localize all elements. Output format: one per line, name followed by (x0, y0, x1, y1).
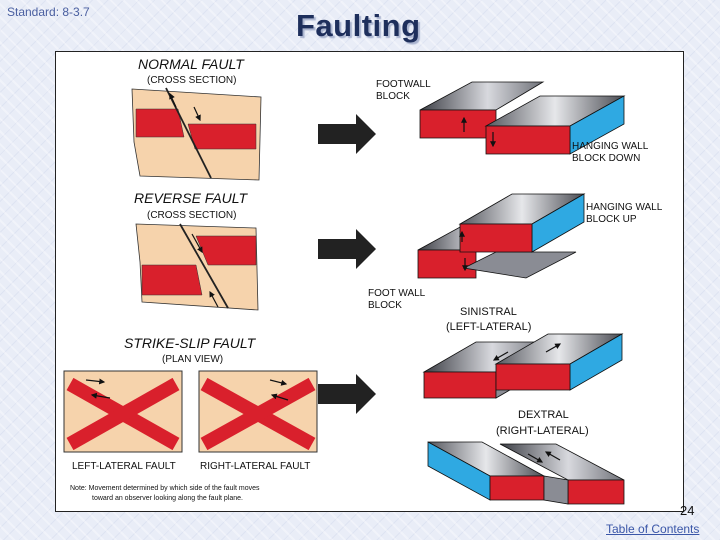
hanging-down-label-2: BLOCK DOWN (572, 153, 640, 164)
footwall-label-2: BLOCK (376, 91, 410, 102)
reverse-fault-plane (179, 223, 229, 309)
table-of-contents-link[interactable]: Table of Contents (606, 522, 700, 536)
arrow-normal-icon (318, 114, 376, 154)
right-lateral-label: RIGHT-LATERAL FAULT (200, 461, 310, 472)
left-lateral-band-b (66, 377, 180, 451)
transition-arrows (318, 114, 376, 414)
dextral-label-1: DEXTRAL (518, 409, 569, 421)
normal-fault-subtitle: (CROSS SECTION) (147, 75, 236, 86)
reverse-fault-section: REVERSE FAULT (CROSS SECTION) (134, 190, 259, 311)
right-lateral-arrow-1 (269, 379, 288, 386)
note-line-1: Note: Movement determined by which side … (70, 485, 260, 492)
normal-fault-layer-right (187, 123, 257, 150)
strike-slip-section: STRIKE-SLIP FAULT (PLAN VIEW) LEFT-LATER… (63, 335, 318, 502)
foot-wall-label-1: FOOT WALL (368, 288, 426, 299)
hanging-down-label-1: HANGING WALL (572, 141, 649, 152)
fault-diagram-panel: NORMAL FAULT (CROSS SECTION) REVERSE FAU… (55, 51, 684, 512)
reverse-fault-layer-right (195, 235, 257, 266)
page-number: 24 (680, 503, 695, 518)
normal-fault-section: NORMAL FAULT (CROSS SECTION) (131, 56, 262, 181)
sinistral-label-1: SINISTRAL (460, 306, 517, 318)
reverse-fault-block (417, 193, 586, 279)
reverse-fault-arrow-down (191, 233, 203, 254)
sinistral-label-2: (LEFT-LATERAL) (446, 321, 531, 333)
left-lateral-arrow-2 (90, 392, 111, 399)
hanging-up-label-2: BLOCK UP (586, 214, 637, 225)
normal-fault-title: NORMAL FAULT (138, 56, 245, 72)
reverse-fault-arrow-up (209, 290, 219, 308)
normal-fault-arrow-down (193, 106, 201, 122)
arrow-reverse-icon (318, 229, 376, 269)
reverse-fault-layer-left (141, 264, 203, 296)
right-lateral-band-b (200, 377, 316, 451)
footwall-label-1: FOOTWALL (376, 79, 431, 90)
dextral-block (427, 441, 625, 505)
left-lateral-arrow-1 (85, 378, 106, 385)
arrow-strike-slip-icon (318, 374, 376, 414)
reverse-fault-subtitle: (CROSS SECTION) (147, 210, 236, 221)
left-lateral-label: LEFT-LATERAL FAULT (72, 461, 176, 472)
page-title: Faulting (296, 8, 421, 43)
strike-slip-subtitle: (PLAN VIEW) (162, 354, 223, 365)
reverse-fault-title: REVERSE FAULT (134, 190, 249, 206)
dextral-label-2: (RIGHT-LATERAL) (496, 425, 589, 437)
fault-diagram: NORMAL FAULT (CROSS SECTION) REVERSE FAU… (63, 56, 663, 505)
strike-slip-title: STRIKE-SLIP FAULT (124, 335, 257, 351)
right-lateral-arrow-2 (270, 393, 289, 401)
normal-fault-arrow-up (169, 92, 177, 108)
note-line-2: toward an observer looking along the fau… (92, 495, 243, 502)
hanging-up-label-1: HANGING WALL (586, 202, 663, 213)
sinistral-block (422, 333, 624, 399)
normal-fault-block (419, 81, 626, 155)
standard-label: Standard: 8-3.7 (7, 5, 90, 19)
foot-wall-label-2: BLOCK (368, 300, 402, 311)
normal-fault-layer-left (135, 108, 185, 138)
